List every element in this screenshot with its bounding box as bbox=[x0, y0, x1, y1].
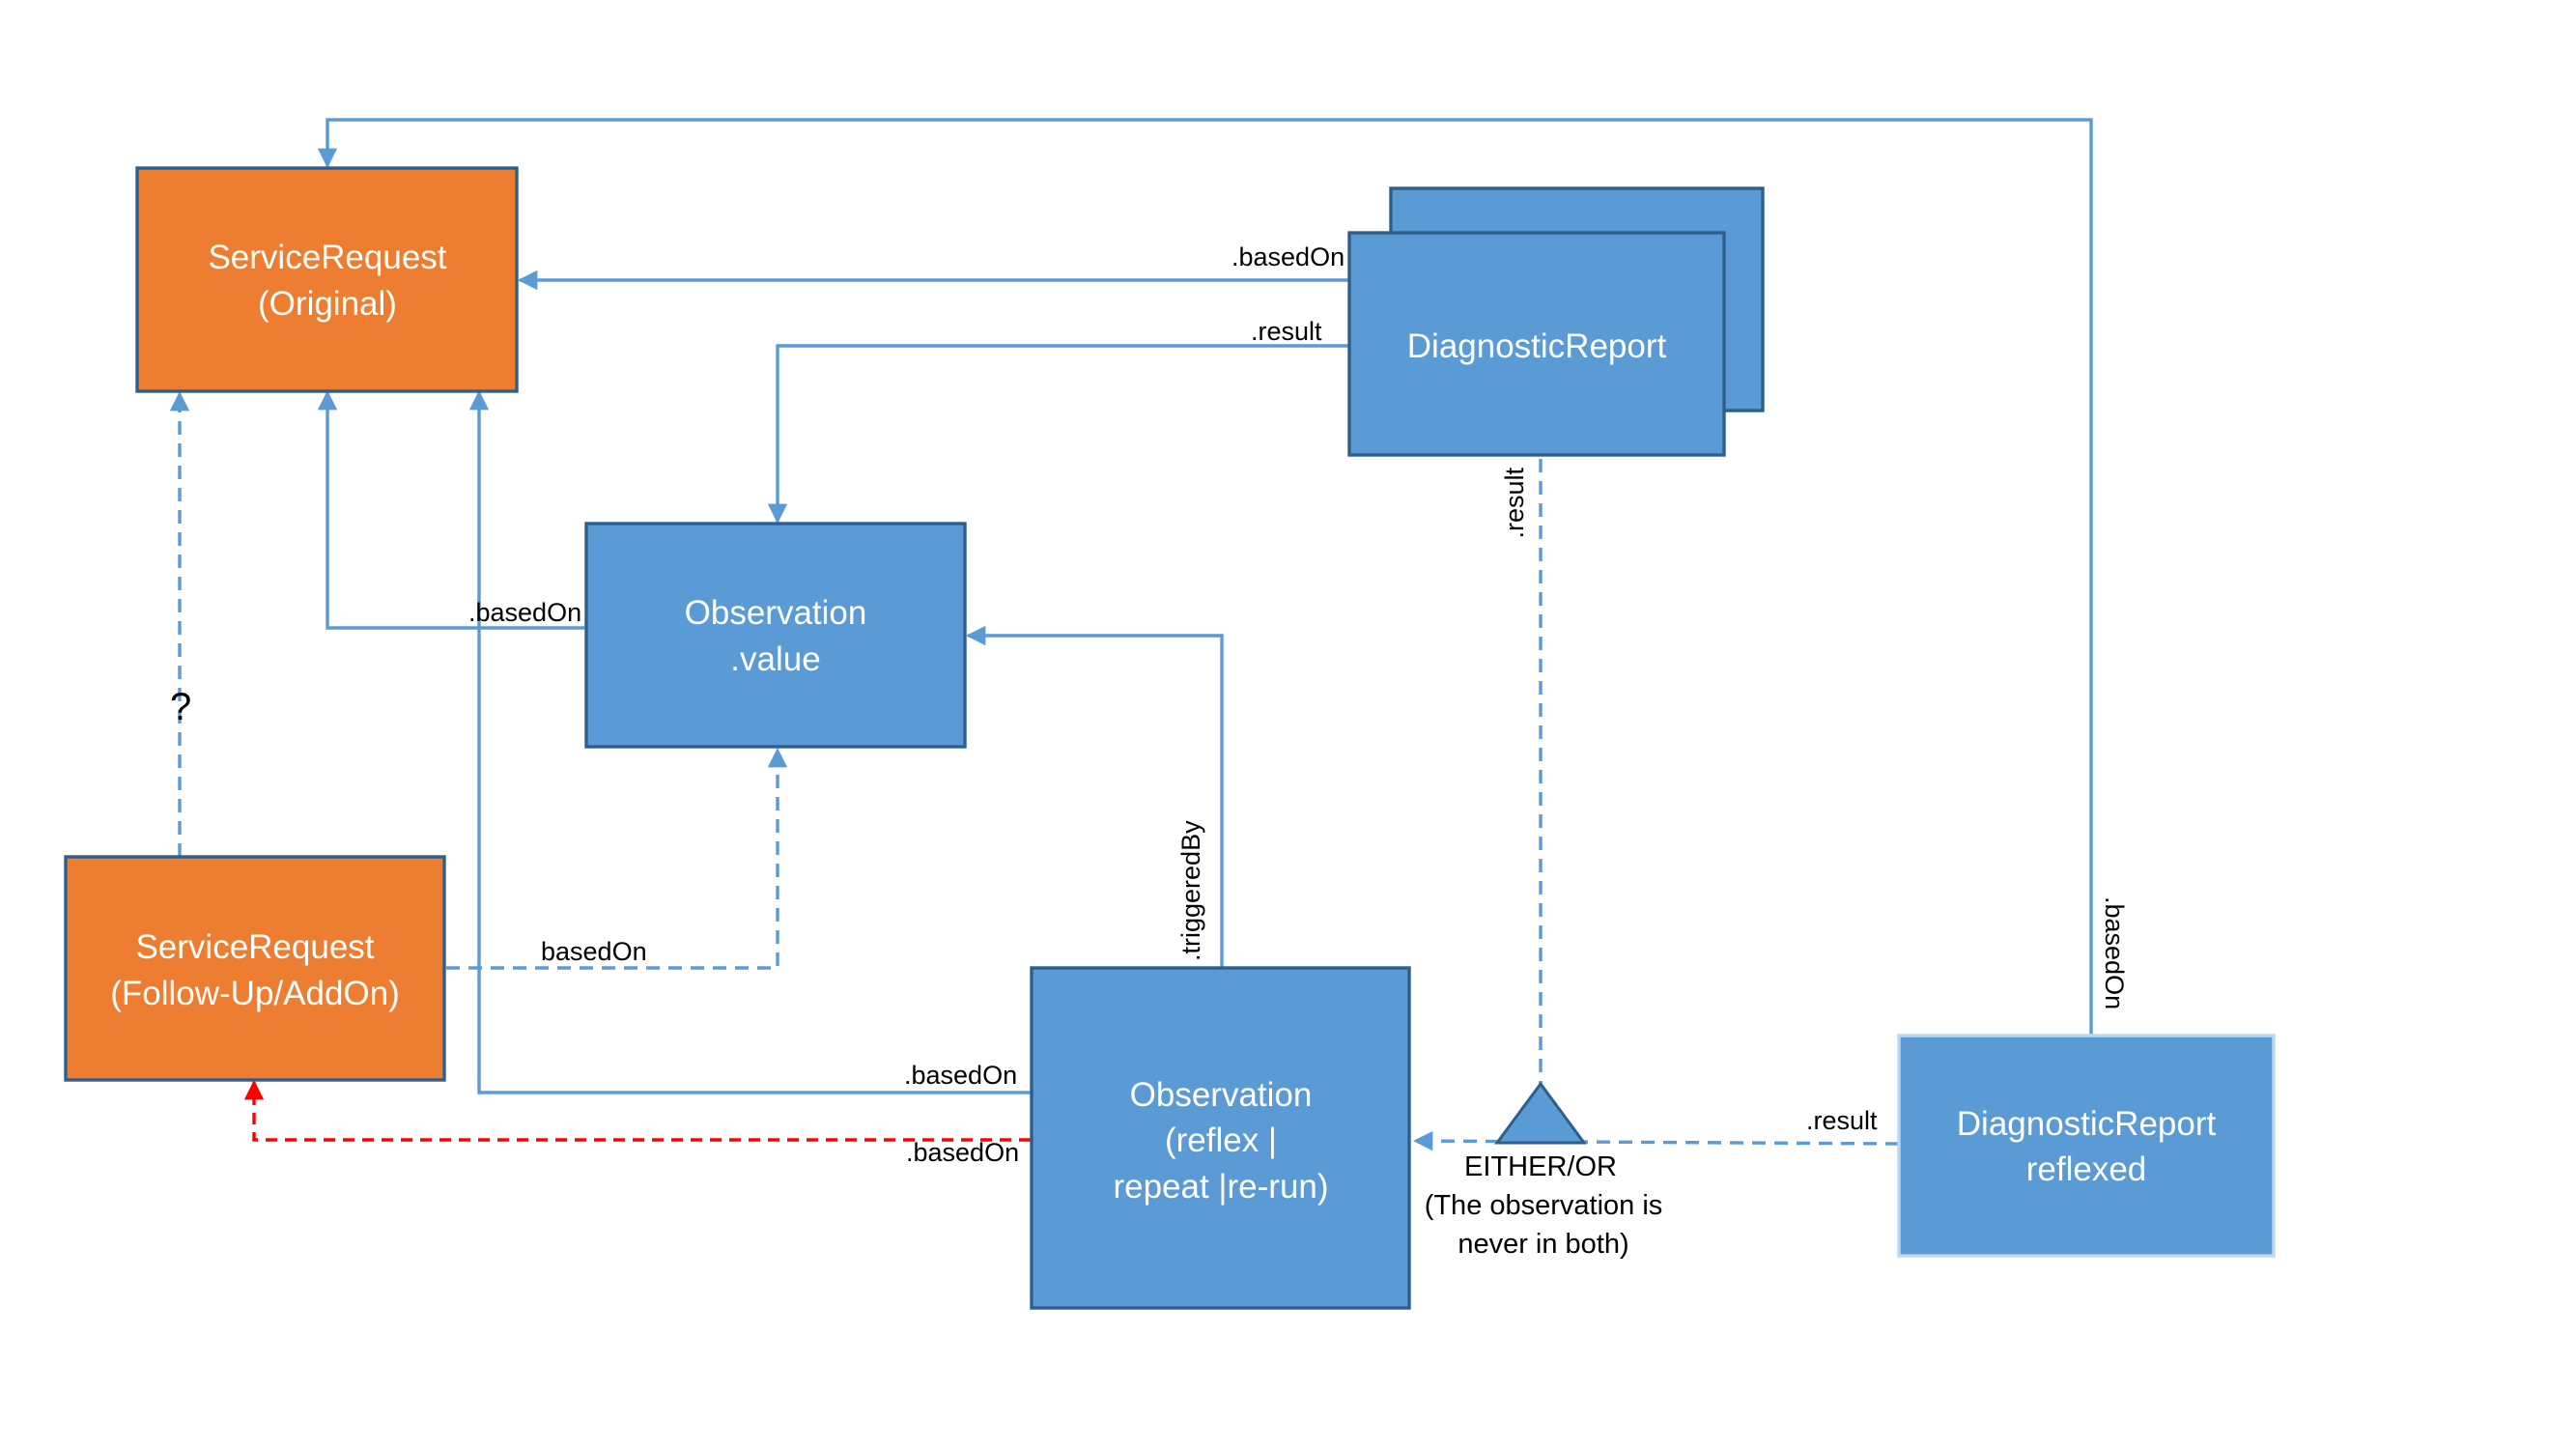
reflexed-basedon-label: .basedOn bbox=[2100, 896, 2129, 1009]
dr-basedon-label: .basedOn bbox=[1231, 242, 1345, 271]
either-or-triangle bbox=[1494, 1081, 1587, 1145]
either-or-note-line: (The observation is bbox=[1425, 1190, 1663, 1221]
node-label-line: DiagnosticReport bbox=[1957, 1105, 2217, 1143]
node-label-line: ServiceRequest bbox=[135, 928, 374, 966]
triggeredby-label: .triggeredBy bbox=[1176, 820, 1205, 961]
reflexed-basedon-connector bbox=[317, 118, 2093, 1036]
node-label-line: ServiceRequest bbox=[208, 239, 446, 276]
dr-result-vertical-label: .result bbox=[1500, 468, 1529, 539]
service-request-original-node: ServiceRequest (Original) bbox=[135, 166, 519, 393]
obsvalue-basedon-connector bbox=[317, 389, 584, 630]
reflex-basedon-red-connector bbox=[243, 1079, 1031, 1142]
node-label-line: Observation bbox=[1130, 1076, 1313, 1114]
reflexed-result-label: .result bbox=[1806, 1106, 1878, 1135]
node-label-line: reflexed bbox=[2026, 1151, 2147, 1188]
reflex-basedon-connector bbox=[468, 389, 1031, 1094]
observation-reflex-node: Observation (reflex | repeat |re-run) bbox=[1030, 966, 1411, 1310]
followup-basedon-connector bbox=[446, 747, 788, 970]
node-label-line: (Original) bbox=[258, 285, 397, 323]
dashed-connectors bbox=[169, 390, 1900, 1151]
connectors bbox=[317, 118, 2093, 1094]
either-or-title: EITHER/OR bbox=[1464, 1151, 1617, 1182]
triggeredby-connector bbox=[965, 625, 1224, 968]
node-label-line: (Follow-Up/AddOn) bbox=[110, 975, 400, 1012]
question-label: ? bbox=[170, 686, 191, 728]
reflexed-result-connector bbox=[1412, 1130, 1900, 1151]
diagnostic-report-reflexed-node: DiagnosticReport reflexed bbox=[1897, 1034, 2276, 1258]
node-label-line: .value bbox=[730, 640, 820, 678]
node-label-line: Observation bbox=[685, 594, 867, 632]
reflex-basedon-label: .basedOn bbox=[904, 1061, 1017, 1090]
service-request-followup-node: ServiceRequest (Follow-Up/AddOn) bbox=[64, 855, 446, 1082]
either-or-note-line: never in both) bbox=[1458, 1229, 1628, 1260]
followup-basedon-label: basedOn bbox=[541, 937, 647, 966]
observation-value-node: Observation .value bbox=[584, 522, 967, 749]
dr-result-label: .result bbox=[1251, 317, 1322, 346]
node-label-line: DiagnosticReport bbox=[1407, 327, 1667, 365]
diagnostic-report-node: DiagnosticReport bbox=[1347, 186, 1765, 457]
reflex-basedon-red-label: .basedOn bbox=[906, 1138, 1019, 1167]
node-label-line: (reflex | bbox=[1165, 1122, 1277, 1159]
obsvalue-basedon-label: .basedOn bbox=[468, 598, 581, 627]
dr-result-connector bbox=[767, 344, 1349, 525]
node-label-line: repeat |re-run) bbox=[1113, 1168, 1328, 1206]
